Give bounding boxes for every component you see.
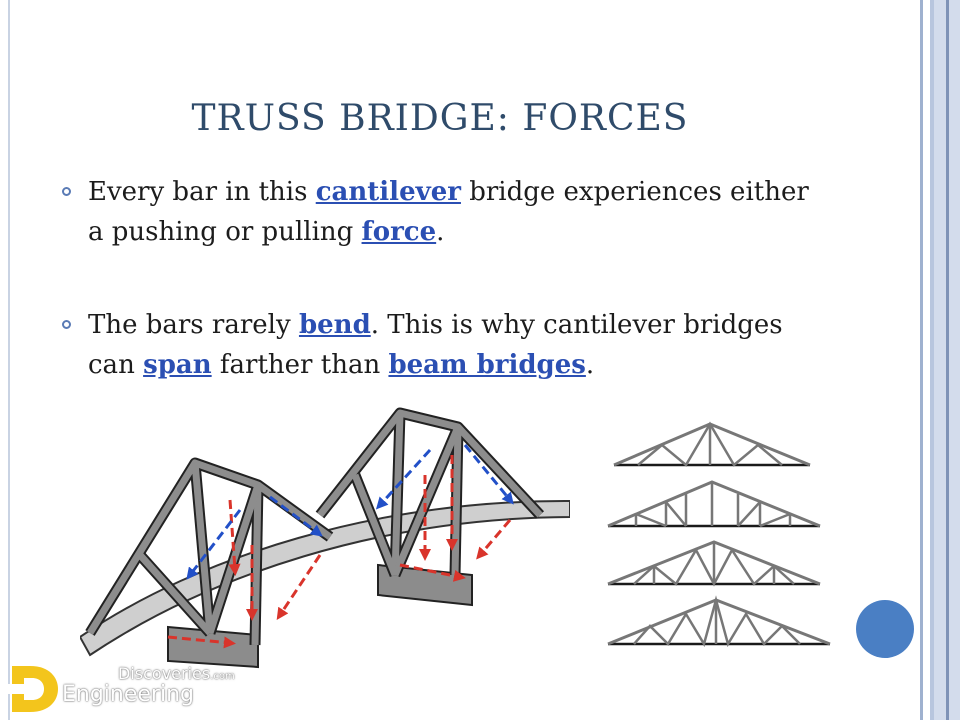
bullet-item-1: Every bar in this cantilever bridge expe… — [62, 172, 822, 252]
bullet-circle-icon — [62, 187, 71, 196]
link-bend[interactable]: bend — [298, 310, 371, 340]
truss-diagrams — [607, 421, 831, 648]
bullet-circle-icon — [62, 320, 71, 329]
slide-frame-right — [918, 0, 960, 720]
link-force[interactable]: force — [361, 217, 437, 247]
watermark-text-bottom: Engineering — [62, 682, 194, 707]
bullet-text: The bars rarely — [88, 310, 299, 340]
compression-force-arrows — [186, 444, 514, 580]
watermark-suffix: .com — [210, 671, 235, 682]
cantilever-bridge-illustration — [80, 407, 570, 669]
link-beam-bridges[interactable]: beam bridges — [388, 350, 586, 380]
slide-frame-right-line — [946, 0, 949, 720]
bullet-text: . — [436, 217, 445, 247]
watermark-text-top: Discoveries.com — [118, 664, 235, 683]
watermark-word: Discoveries — [118, 664, 211, 683]
watermark-logo: Discoveries.com Engineering — [6, 660, 266, 716]
link-cantilever[interactable]: cantilever — [315, 177, 461, 207]
bullet-text: Every bar in this — [88, 177, 316, 207]
truss-diagram-3 — [607, 540, 821, 587]
bullet-item-2: The bars rarely bend. This is why cantil… — [62, 305, 822, 385]
slide-title: TRUSS BRIDGE: FORCES — [191, 98, 689, 139]
bullet-text: farther than — [211, 350, 389, 380]
truss-diagram-1 — [613, 421, 811, 467]
logo-d-icon — [6, 666, 58, 712]
bullet-text: . — [585, 350, 595, 380]
bullet-list: Every bar in this cantilever bridge expe… — [62, 172, 822, 438]
truss-diagram-2 — [607, 480, 821, 528]
tension-force-arrows — [167, 455, 512, 649]
link-span[interactable]: span — [143, 350, 212, 380]
slide-frame-left — [8, 0, 10, 720]
bullet-text: . This is why cantilever bridges can — [88, 310, 783, 380]
slide-decoration-circle — [856, 600, 914, 658]
bullet-text: bridge experiences either a pushing or p… — [88, 177, 809, 247]
truss-diagram-4 — [607, 595, 831, 648]
